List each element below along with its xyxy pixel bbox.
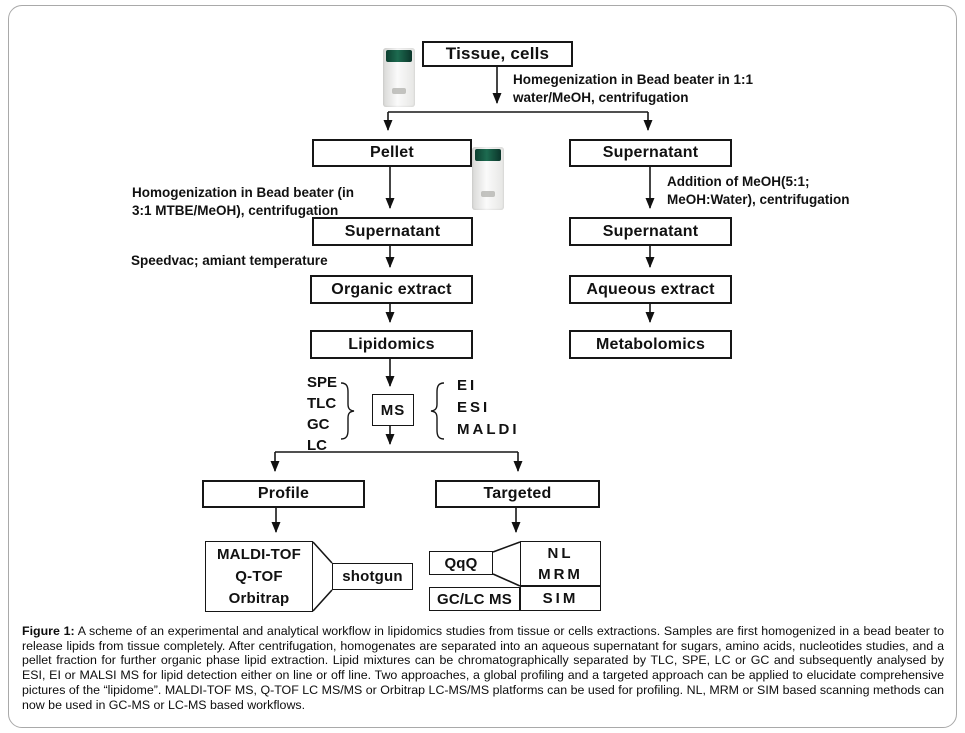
tube-label-band [481,191,495,197]
node-gc-lc-ms: GC/LC MS [429,587,520,611]
tube-label-band [392,88,406,94]
platform-maldi-tof: MALDI-TOF [216,545,301,563]
ionization-ei: EI [457,377,478,394]
node-shotgun: shotgun [332,563,413,590]
scan-mode-mrm: MRM [538,565,583,583]
platform-orbitrap: Orbitrap [228,589,290,607]
figure-caption-text: A scheme of an experimental and analytic… [22,624,944,712]
node-supernatant-right-2: Supernatant [569,217,732,246]
scan-mode-nl: NL [547,544,574,562]
brace-left-icon [430,382,445,440]
tube-cap-icon [475,149,501,161]
node-metabolomics: Metabolomics [569,330,732,359]
funnel-shotgun-top [312,541,333,564]
node-tissue-cells: Tissue, cells [422,41,573,67]
funnel-shotgun-bottom [312,589,333,612]
node-profile: Profile [202,480,365,508]
node-lipidomics: Lipidomics [310,330,473,359]
node-aqueous-extract: Aqueous extract [569,275,732,304]
node-ms: MS [372,394,414,426]
tube-cap-icon [386,50,412,62]
annotation-meoh-addition: Addition of MeOH(5:1; MeOH:Water), centr… [667,174,850,207]
annotation-homogenization-top: Homegenization in Bead beater in 1:1 wat… [513,72,754,105]
separation-tlc: TLC [307,395,337,412]
annotation-speedvac: Speedvac; amiant temperature [131,253,328,268]
node-supernatant-right-1: Supernatant [569,139,732,167]
separation-lc: LC [307,437,327,454]
ionization-esi: ESI [457,399,491,416]
separation-gc: GC [307,416,330,433]
node-targeted: Targeted [435,480,600,508]
brace-right-icon [340,382,355,440]
node-supernatant-left: Supernatant [312,217,473,246]
node-organic-extract: Organic extract [310,275,473,304]
ms-separation-methods: SPE TLC GC LC [307,374,337,458]
sample-tube-icon [472,147,504,210]
separation-spe: SPE [307,374,338,391]
figure-caption-label: Figure 1: [22,624,75,638]
ms-ionization-methods: EI ESI MALDI [457,377,520,443]
figure-border [8,5,957,728]
funnel-qqq-top [492,541,521,553]
platform-q-tof: Q-TOF [235,567,283,585]
funnel-qqq-bottom [492,573,521,587]
ionization-maldi: MALDI [457,421,520,438]
node-nl-mrm: NL MRM [520,541,601,586]
annotation-homogenization-left: Homogenization in Bead beater (in 3:1 MT… [132,185,355,218]
node-sim: SIM [520,586,601,611]
node-profiling-platforms: MALDI-TOF Q-TOF Orbitrap [205,541,313,612]
sample-tube-icon [383,48,415,107]
node-pellet: Pellet [312,139,472,167]
node-qqq: QqQ [429,551,493,575]
figure-caption: Figure 1: A scheme of an experimental an… [22,624,944,712]
